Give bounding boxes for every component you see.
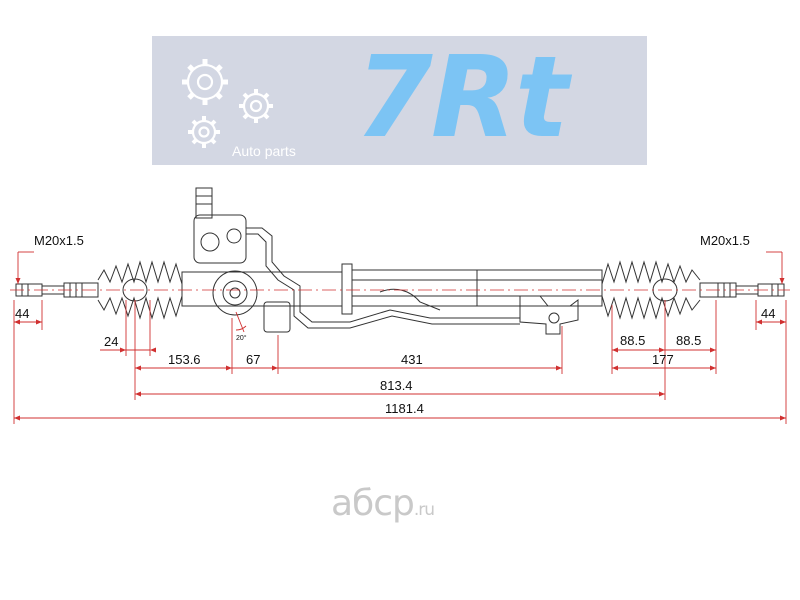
rack-housing-right	[476, 269, 603, 307]
left-boot	[97, 260, 183, 285]
right-boot	[601, 260, 701, 285]
watermark-brand: абср	[331, 483, 415, 524]
dimension-arrows	[14, 278, 786, 421]
watermark: абср.ru	[331, 483, 435, 524]
dim-177: 177	[652, 352, 674, 367]
mount-bracket-right	[519, 295, 579, 335]
thread-label-right: M20x1.5	[700, 233, 750, 248]
dimension-lines	[13, 251, 787, 424]
valve-body	[193, 214, 247, 264]
logo-banner	[152, 36, 647, 165]
rack-housing-left	[181, 271, 343, 307]
logo-subtitle: Auto parts	[232, 143, 296, 159]
pinion-housing	[212, 270, 258, 316]
dim-total: 1181.4	[385, 401, 424, 416]
rack-housing-mid	[351, 269, 478, 307]
dim-813: 813.4	[380, 378, 413, 393]
dim-431: 431	[401, 352, 423, 367]
hydraulic-pipe	[246, 227, 520, 323]
gears-icon	[182, 59, 273, 148]
mount-bracket-left	[263, 301, 291, 333]
logo-mark: 7Rt	[355, 33, 569, 163]
dim-angle: 20°	[236, 334, 247, 342]
dim-153: 153.6	[168, 352, 201, 367]
dim-left-offset: 24	[104, 334, 118, 349]
watermark-tld: .ru	[413, 500, 435, 520]
thread-label-left: M20x1.5	[34, 233, 84, 248]
inlet-fitting	[195, 187, 213, 219]
dim-right-end: 44	[761, 306, 775, 321]
dim-67: 67	[246, 352, 260, 367]
steering-rack	[15, 187, 785, 335]
dim-left-end: 44	[15, 306, 29, 321]
dim-right-b: 88.5	[676, 333, 701, 348]
dim-right-a: 88.5	[620, 333, 645, 348]
